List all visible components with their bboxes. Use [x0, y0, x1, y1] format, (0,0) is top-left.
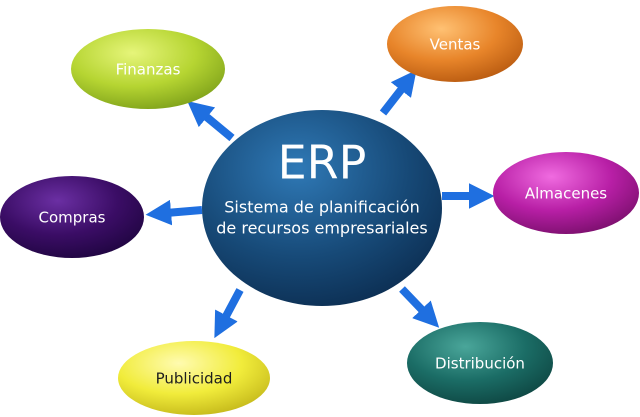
node-compras-label: Compras — [39, 209, 106, 227]
arrow-to-ventas — [379, 69, 417, 116]
node-distribucion-label: Distribución — [435, 355, 525, 373]
node-compras-ellipse — [0, 176, 144, 258]
center-subtitle-line1: Sistema de planificación — [224, 198, 419, 217]
node-publicidad-label: Publicidad — [156, 370, 233, 388]
node-almacenes: Almacenes — [493, 152, 639, 234]
arrow-to-publicidad — [214, 288, 244, 339]
node-compras: Compras — [0, 176, 144, 258]
node-finanzas-ellipse — [71, 29, 225, 109]
center-ellipse — [202, 110, 442, 306]
node-ventas-ellipse — [387, 6, 523, 82]
node-ventas-label: Ventas — [430, 36, 481, 54]
arrow-to-compras — [145, 199, 203, 226]
center-subtitle-line2: de recursos empresariales — [216, 219, 427, 238]
node-finanzas-label: Finanzas — [116, 61, 181, 79]
node-distribucion-ellipse — [407, 322, 553, 404]
arrow-to-finanzas — [187, 100, 235, 142]
node-publicidad-ellipse — [118, 341, 270, 415]
node-publicidad: Publicidad — [118, 341, 270, 415]
node-almacenes-label: Almacenes — [525, 185, 607, 203]
center-node: ERP Sistema de planificación de recursos… — [202, 110, 442, 306]
arrow-to-distribucion — [399, 286, 440, 328]
node-finanzas: Finanzas — [71, 29, 225, 109]
center-title: ERP — [278, 136, 367, 190]
node-distribucion: Distribución — [407, 322, 553, 404]
arrows — [145, 69, 495, 339]
node-ventas: Ventas — [387, 6, 523, 82]
node-almacenes-ellipse — [493, 152, 639, 234]
